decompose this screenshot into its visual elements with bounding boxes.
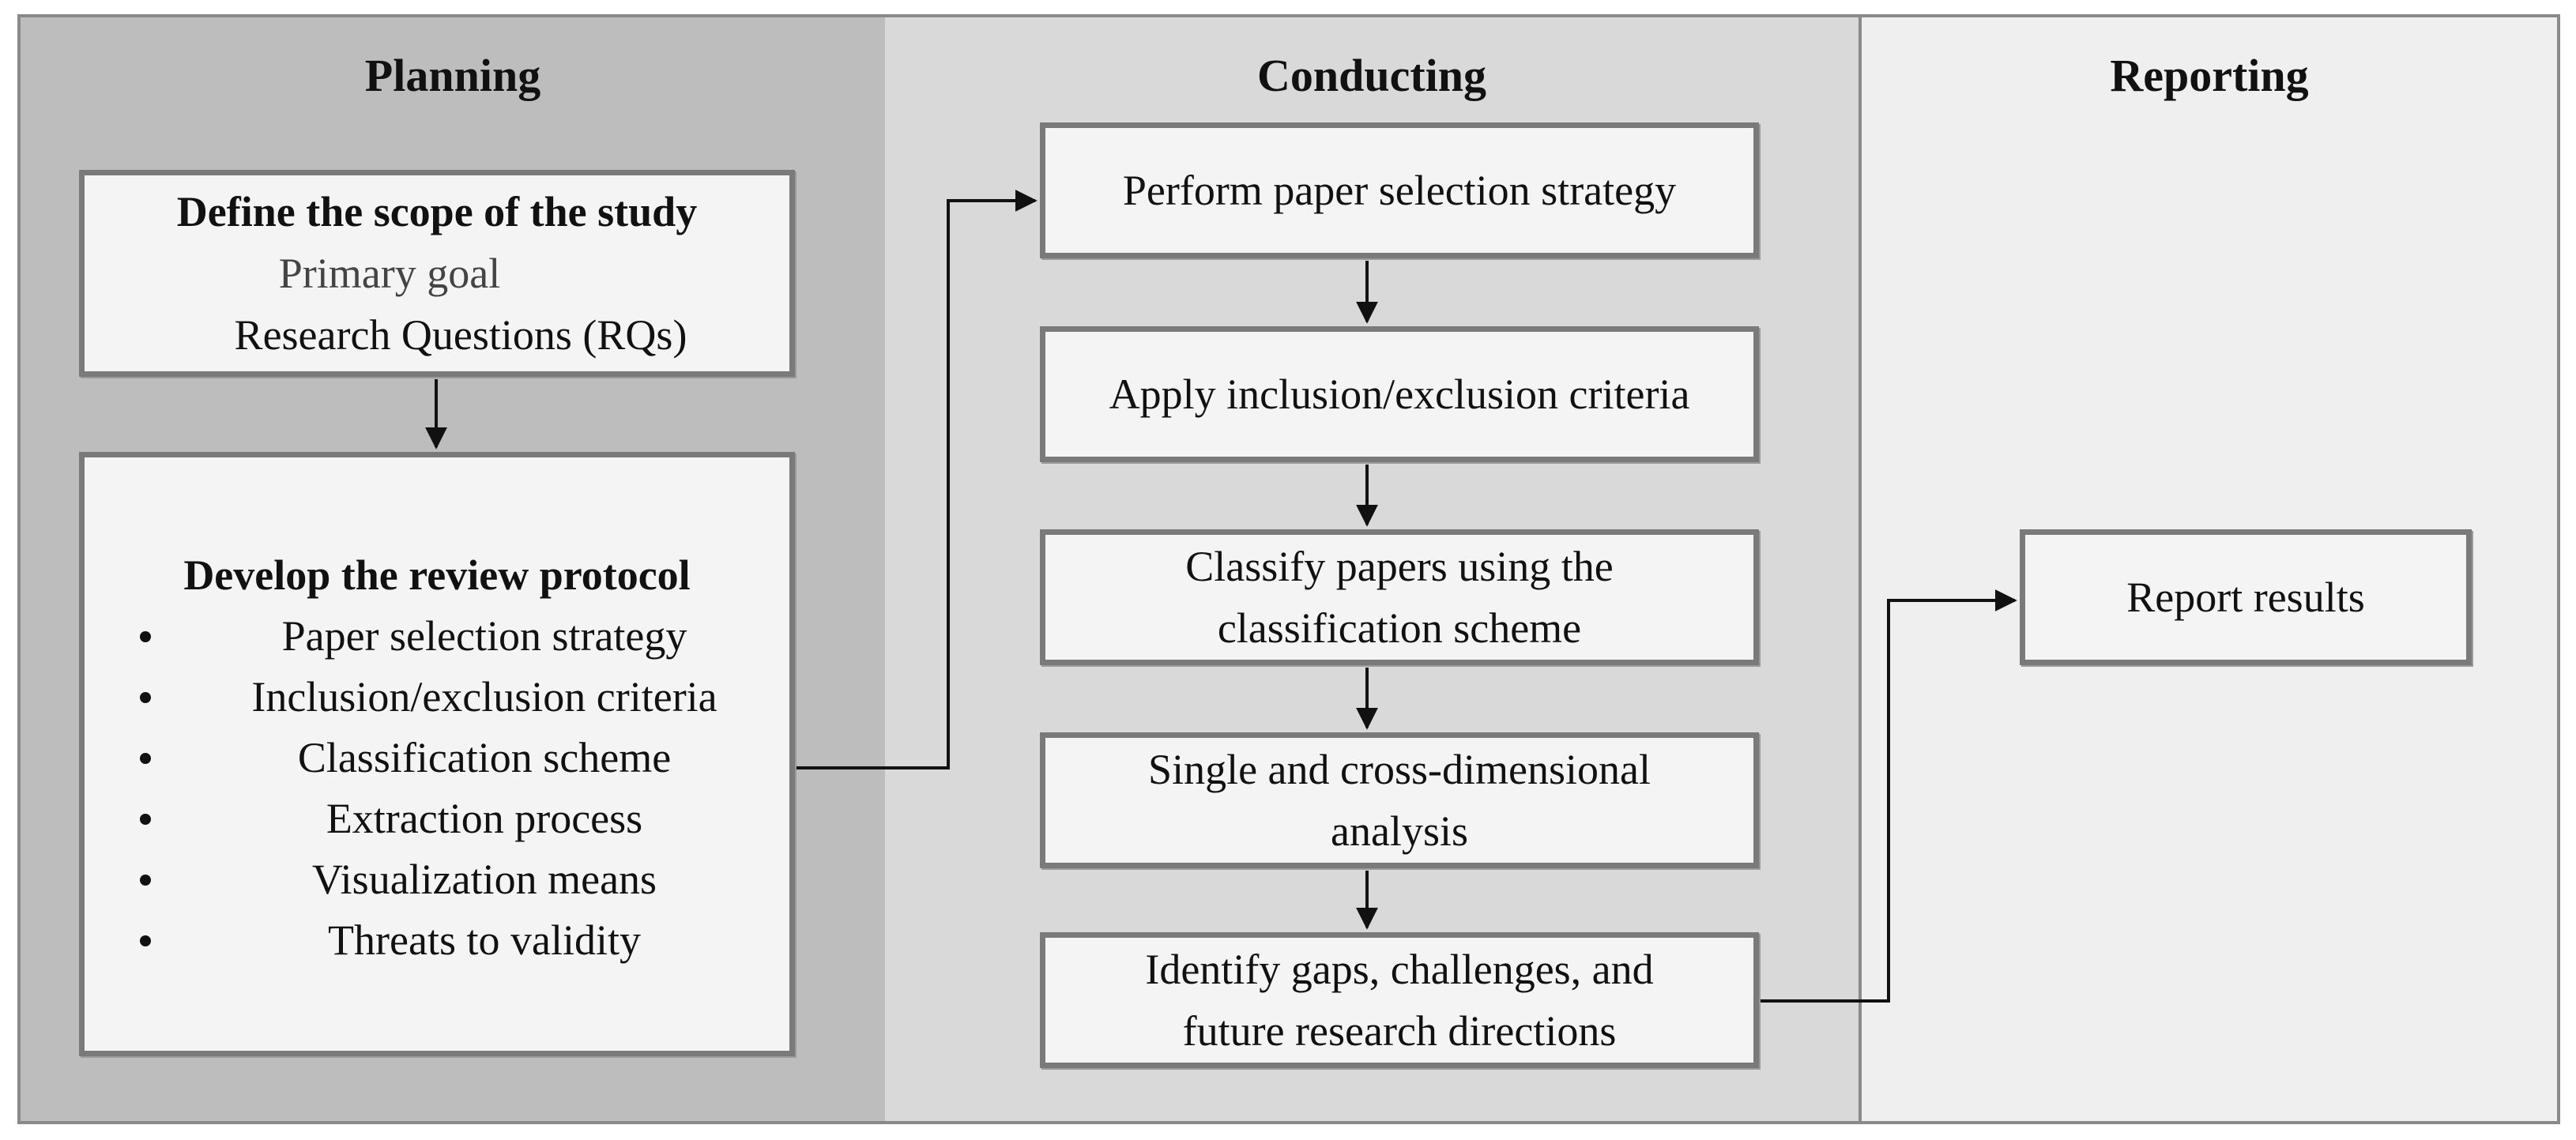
- step-line: Identify gaps, challenges, and: [1145, 946, 1654, 993]
- list-item: Inclusion/exclusion criteria: [85, 667, 789, 728]
- bullet-icon: [140, 935, 151, 946]
- planning-column-title: Planning: [364, 50, 541, 101]
- bullet-icon: [140, 814, 151, 825]
- step-line: Single and cross-dimensional: [1148, 746, 1651, 793]
- step-line: Perform paper selection strategy: [1122, 167, 1677, 214]
- conducting-column-title: Conducting: [1256, 50, 1487, 101]
- scope-box: Define the scope of the study Primary go…: [79, 170, 795, 377]
- reporting-column-title: Reporting: [2110, 50, 2309, 101]
- step-line: Classify papers using the: [1185, 543, 1614, 590]
- step-line: analysis: [1331, 807, 1468, 855]
- step-box-paper-selection: Perform paper selection strategy: [1040, 122, 1759, 258]
- protocol-list: Paper selection strategy Inclusion/exclu…: [85, 606, 789, 971]
- bullet-icon: [140, 753, 151, 764]
- list-item: Paper selection strategy: [85, 606, 789, 667]
- bullet-icon: [140, 692, 151, 703]
- step-box-identify-gaps: Identify gaps, challenges, and future re…: [1040, 932, 1759, 1068]
- bullet-icon: [140, 631, 151, 642]
- report-results-label: Report results: [2126, 574, 2365, 621]
- step-box-inclusion-exclusion: Apply inclusion/exclusion criteria: [1040, 326, 1759, 462]
- report-results-box: Report results: [2020, 529, 2472, 665]
- scope-primary-goal: Primary goal: [278, 250, 501, 297]
- list-item: Threats to validity: [85, 910, 789, 971]
- scope-title: Define the scope of the study: [176, 188, 698, 235]
- list-item: Visualization means: [85, 849, 789, 910]
- protocol-title: Develop the review protocol: [183, 551, 691, 599]
- list-item: Extraction process: [85, 788, 789, 849]
- step-line: classification scheme: [1217, 604, 1582, 652]
- step-box-analysis: Single and cross-dimensional analysis: [1040, 732, 1759, 868]
- list-item: Classification scheme: [85, 728, 789, 788]
- step-line: Apply inclusion/exclusion criteria: [1109, 371, 1690, 418]
- step-line: future research directions: [1182, 1007, 1617, 1055]
- bullet-icon: [140, 875, 151, 886]
- protocol-box: Develop the review protocol Paper select…: [79, 452, 795, 1056]
- step-box-classify: Classify papers using the classification…: [1040, 529, 1759, 665]
- arrow-gaps-to-report: [1761, 589, 2017, 1003]
- scope-research-questions: Research Questions (RQs): [234, 311, 687, 359]
- arrow-protocol-to-selection: [797, 190, 1038, 769]
